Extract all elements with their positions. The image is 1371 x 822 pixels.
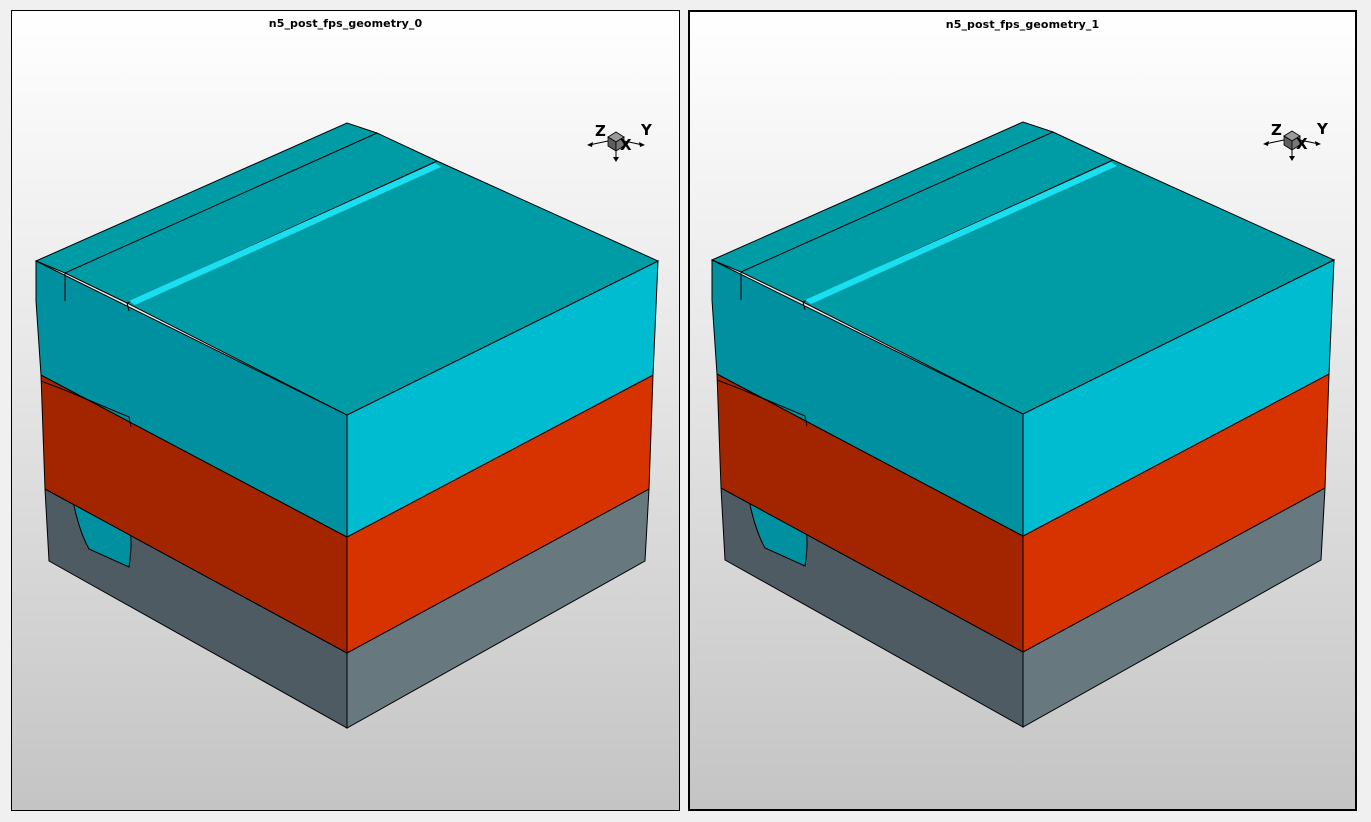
- axis-triad-icon: [1263, 130, 1321, 161]
- left-face-step: [40, 380, 132, 428]
- viewport-title: n5_post_fps_geometry_0: [268, 17, 423, 30]
- top-layer-top-face: [710, 121, 1336, 415]
- viewport-geometry-1[interactable]: n5_post_fps_geometry_1: [688, 10, 1357, 811]
- axis-y-label: Y: [1316, 120, 1329, 138]
- top-ridge-edge-1: [740, 131, 1054, 273]
- geometry-model[interactable]: Z Y X: [12, 11, 680, 811]
- viewport-geometry-0[interactable]: n5_post_fps_geometry_0: [11, 10, 680, 811]
- top-layer-left-face: [35, 260, 348, 538]
- axis-y-label: Y: [640, 121, 653, 139]
- groove-highlight: [129, 163, 441, 305]
- groove-highlight: [805, 162, 1117, 304]
- axis-z-label: Z: [595, 122, 606, 140]
- top-layer-top-face: [34, 122, 660, 416]
- top-layer-left-face: [711, 259, 1024, 537]
- axis-triad-icon: [587, 131, 645, 162]
- left-face-step: [716, 379, 808, 427]
- axis-x-label: X: [1296, 135, 1308, 153]
- axis-z-label: Z: [1271, 121, 1282, 139]
- geometry-model[interactable]: Z Y X: [690, 12, 1357, 811]
- viewport-title: n5_post_fps_geometry_1: [945, 18, 1100, 31]
- axis-triad: Z Y X: [587, 121, 653, 162]
- top-ridge-edge-1: [64, 132, 378, 274]
- axis-triad: Z Y X: [1263, 120, 1329, 161]
- axis-x-label: X: [620, 136, 632, 154]
